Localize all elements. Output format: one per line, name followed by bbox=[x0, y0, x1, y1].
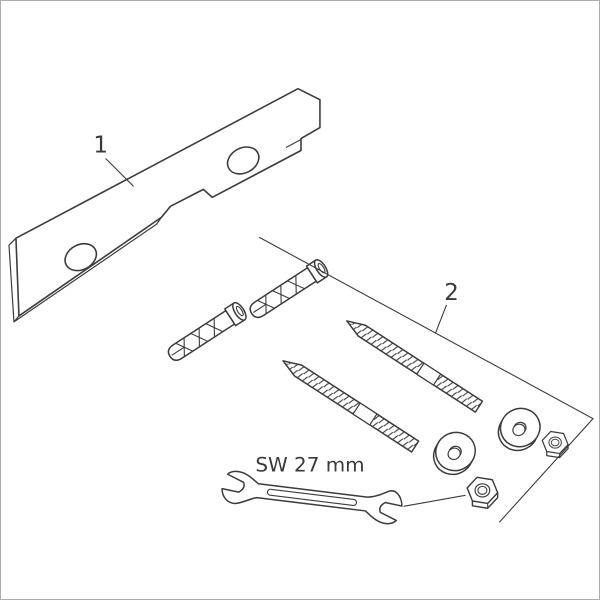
washer-2 bbox=[425, 425, 484, 482]
wall-anchor-2 bbox=[245, 256, 332, 323]
bracket-line-fixing-set bbox=[258, 236, 594, 523]
open-end-wrench bbox=[221, 470, 403, 525]
hex-nut-1 bbox=[541, 430, 569, 459]
wall-anchor-1 bbox=[163, 299, 250, 366]
leader-line-wrench bbox=[403, 494, 466, 507]
washer-1 bbox=[490, 401, 549, 458]
fixing-set-callout-label: 2 bbox=[444, 280, 459, 306]
leader-line-plate bbox=[105, 158, 134, 187]
hex-nut-2 bbox=[466, 476, 499, 509]
screw-1 bbox=[342, 314, 484, 413]
plate-hole-right bbox=[226, 146, 260, 175]
plate-thickness-edge bbox=[8, 216, 162, 323]
screw-2 bbox=[278, 354, 420, 453]
plate-step-line bbox=[285, 139, 302, 148]
wrench-recess bbox=[266, 488, 358, 506]
wrench-size-label: SW 27 mm bbox=[255, 453, 364, 476]
plate-hole-left bbox=[64, 242, 98, 272]
plate-callout-label: 1 bbox=[93, 132, 108, 158]
mounting-plate bbox=[8, 87, 321, 323]
leader-line-fixing-set bbox=[435, 304, 448, 334]
plate-face bbox=[15, 87, 321, 317]
wrench-body bbox=[221, 470, 403, 525]
